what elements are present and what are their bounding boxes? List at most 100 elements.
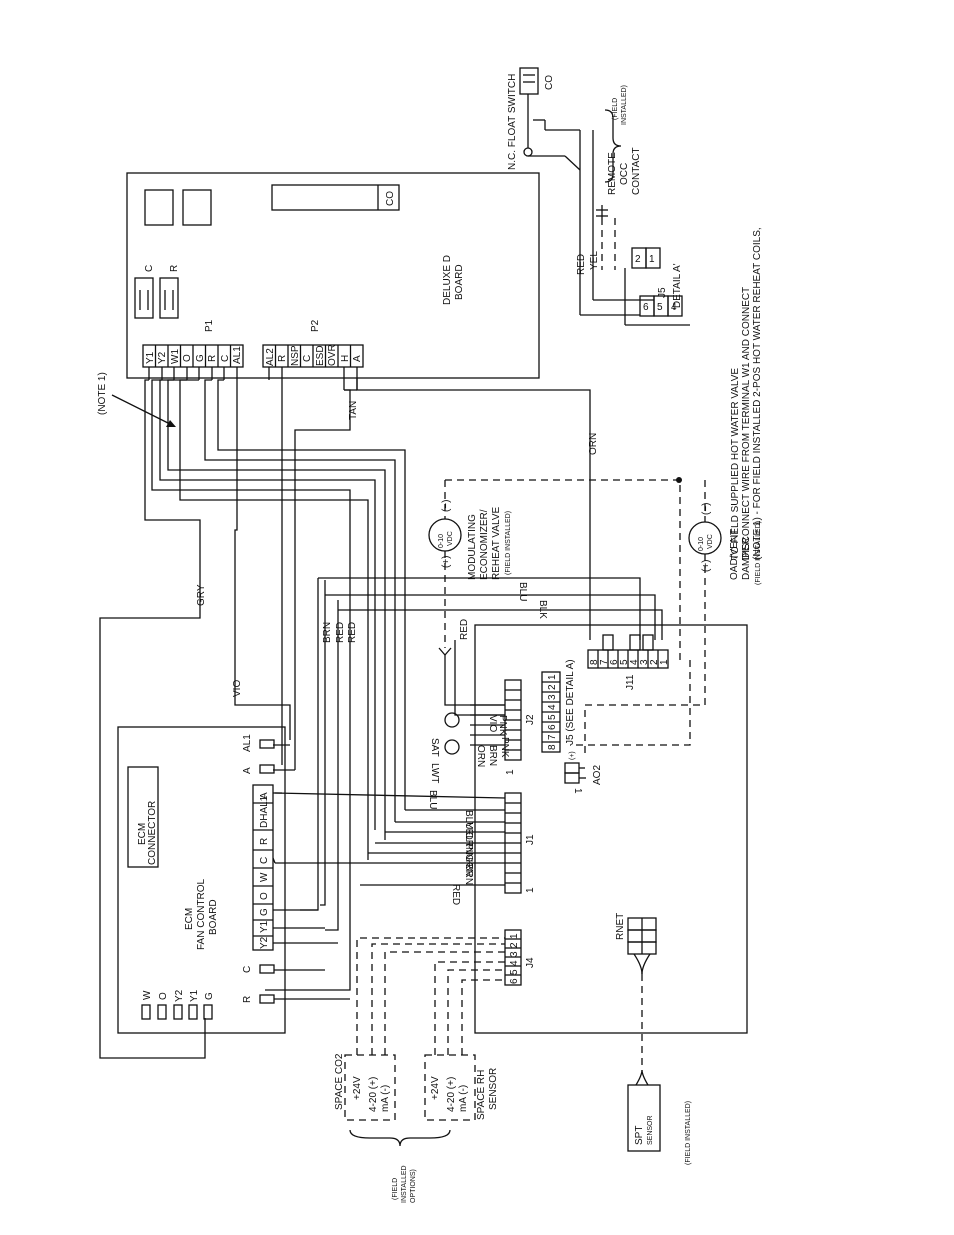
svg-text:3: 3 — [547, 694, 558, 700]
p1-al1: AL1 — [232, 346, 243, 364]
svg-text:7: 7 — [599, 659, 610, 665]
svg-text:+24V: +24V — [352, 1076, 363, 1100]
svg-text:(FIELD: (FIELD — [612, 98, 619, 120]
ecm-term-y2: Y2 — [259, 936, 270, 949]
svg-text:BOARD: BOARD — [208, 899, 219, 935]
j2-connector: J2 1 PNK VIO PNK BRN ORN SAT LWT — [429, 679, 536, 783]
svg-text:4: 4 — [509, 960, 520, 966]
svg-text:mA (-): mA (-) — [380, 1085, 391, 1112]
svg-text:(+): (+) — [441, 556, 452, 569]
svg-text:3: 3 — [639, 659, 650, 665]
svg-text:CONTACT: CONTACT — [631, 147, 642, 195]
svg-text:AL1: AL1 — [242, 734, 253, 752]
svg-text:DISCONNECT WIRE FROM TERMINAL: DISCONNECT WIRE FROM TERMINAL W1 AND CON… — [741, 287, 752, 560]
svg-text:6: 6 — [609, 659, 620, 665]
svg-text:(+): (+) — [701, 560, 712, 573]
svg-text:5: 5 — [657, 302, 663, 313]
modulating-valve: 0-10 VDC (+) (−) MODULATING ECONOMIZER/ … — [428, 477, 682, 716]
svg-text:8: 8 — [547, 744, 558, 750]
p2-nsp: NSP — [290, 345, 301, 366]
j1-wire-brn: BRN — [463, 864, 474, 885]
svg-text:1: 1 — [649, 254, 655, 265]
svg-text:LWT: LWT — [429, 763, 440, 783]
svg-text:P1: P1 — [204, 319, 215, 332]
svg-text:INSTALLED): INSTALLED) — [621, 85, 628, 125]
svg-text:'DETAIL A': 'DETAIL A' — [672, 263, 683, 310]
svg-text:J5: J5 — [657, 287, 668, 298]
svg-text:OCC: OCC — [619, 163, 630, 185]
svg-text:SENSOR: SENSOR — [488, 1068, 499, 1110]
svg-text:(FIELD INSTALLED): (FIELD INSTALLED) — [755, 521, 762, 585]
svg-text:5: 5 — [547, 714, 558, 720]
p2-terminals: AL2 R NSP C ESD OVR H A — [265, 344, 363, 367]
svg-text:SPACE RH: SPACE RH — [476, 1070, 487, 1120]
svg-text:TO FIELD SUPPLIED HOT WATER VA: TO FIELD SUPPLIED HOT WATER VALVE — [730, 368, 741, 560]
svg-text:4-20 (+): 4-20 (+) — [368, 1077, 379, 1112]
p2-c: C — [302, 355, 313, 362]
p2-h: H — [340, 355, 351, 362]
svg-text:CO: CO — [544, 75, 555, 90]
svg-text:BOARD: BOARD — [454, 264, 465, 300]
svg-text:6: 6 — [509, 978, 520, 984]
ecm-term-r: R — [259, 838, 270, 845]
svg-text:(FIELD: (FIELD — [392, 1178, 399, 1200]
p1-terminals: Y1 Y2 W1 O G R C AL1 — [145, 345, 243, 367]
svg-text:R: R — [169, 265, 180, 272]
svg-text:(NOTE 1) - FOR FIELD INSTALLED: (NOTE 1) - FOR FIELD INSTALLED 2-POS HOT… — [752, 227, 763, 560]
j2-wire-pnk2: PNK — [499, 737, 510, 758]
p2-esd: ESD — [315, 345, 326, 366]
j1-connector: J1 1 BLU YEL ORN PINK GRN BRN RED BLU — [274, 790, 536, 905]
svg-text:C: C — [242, 966, 253, 973]
p2-ovr: OVR — [327, 344, 338, 366]
space-rh-sensor: SPACE RH SENSOR +24V 4-20 (+) mA (-) — [424, 961, 505, 1121]
j4-connector: 6 5 4 3 2 1 J4 — [504, 929, 536, 986]
p2-al2: AL2 — [265, 348, 276, 366]
svg-text:YEL: YEL — [589, 251, 600, 270]
ecm-term-c: C — [259, 857, 270, 864]
svg-text:1: 1 — [525, 887, 536, 893]
svg-text:4: 4 — [671, 302, 677, 313]
svg-text:MODULATING: MODULATING — [467, 514, 478, 580]
svg-text:G: G — [204, 992, 215, 1000]
svg-text:0-10: 0-10 — [438, 534, 445, 548]
ecm-term-w: W — [259, 872, 270, 882]
svg-text:J5 (SEE DETAIL A): J5 (SEE DETAIL A) — [565, 659, 576, 745]
svg-text:OAD/VENT: OAD/VENT — [729, 529, 740, 580]
svg-text:VDC: VDC — [447, 531, 454, 546]
svg-text:(FIELD INSTALLED): (FIELD INSTALLED) — [505, 511, 512, 575]
j11-connector: 8 7 6 5 4 3 2 1 J11 — [587, 634, 670, 690]
svg-text:N.C. FLOAT SWITCH: N.C. FLOAT SWITCH — [507, 74, 518, 170]
deluxe-d-board: CO DELUXE D BOARD C R P1 P2 Y1 Y2 W1 O G… — [126, 172, 540, 379]
j1-wire-blu-top: BLU — [427, 790, 438, 809]
svg-text:BLU: BLU — [517, 582, 528, 601]
svg-text:4: 4 — [629, 659, 640, 665]
svg-text:4-20 (+): 4-20 (+) — [446, 1077, 457, 1112]
svg-text:R: R — [242, 996, 253, 1003]
p1-o: O — [182, 354, 193, 362]
svg-text:DELUXE D: DELUXE D — [442, 255, 453, 305]
svg-text:VDC: VDC — [707, 534, 714, 549]
svg-text:INSTALLED: INSTALLED — [401, 1165, 408, 1203]
p2-a: A — [352, 355, 363, 362]
svg-text:1: 1 — [659, 659, 670, 665]
j1-wire-pink: PINK — [463, 843, 474, 867]
svg-text:(NOTE 1): (NOTE 1) — [97, 372, 108, 415]
svg-text:(FIELD INSTALLED): (FIELD INSTALLED) — [685, 1101, 692, 1165]
svg-text:6: 6 — [547, 724, 558, 730]
j5-detail-a: 2 1 6 5 4 J5 'DETAIL A' RED YEL — [576, 130, 690, 326]
svg-text:6: 6 — [643, 302, 649, 313]
svg-text:RED: RED — [347, 622, 358, 643]
p1-y2: Y2 — [157, 351, 168, 364]
svg-text:SPACE CO2: SPACE CO2 — [334, 1053, 345, 1110]
ecm-fan-control-board: ECM CONNECTOR ECM FAN CONTROL BOARD A DH… — [117, 726, 350, 1034]
j1-wire-grn: GRN — [463, 854, 474, 876]
spt-sensor: SPT SENSOR (FIELD INSTALLED) — [627, 1069, 692, 1165]
svg-text:SENSOR: SENSOR — [647, 1115, 654, 1145]
note-1-text: (NOTE 1) - FOR FIELD INSTALLED 2-POS HOT… — [730, 227, 763, 560]
j1-wire-blu: BLU — [463, 810, 474, 829]
p2-r: R — [277, 355, 288, 362]
main-controller-board: 8 7 6 5 4 3 2 1 J11 8 7 6 5 4 — [274, 624, 748, 1070]
ecm-terminals: A DHAL1 R C W O G Y1 Y2 — [253, 792, 273, 949]
svg-text:1: 1 — [572, 788, 583, 794]
svg-text:ECM: ECM — [184, 908, 195, 930]
